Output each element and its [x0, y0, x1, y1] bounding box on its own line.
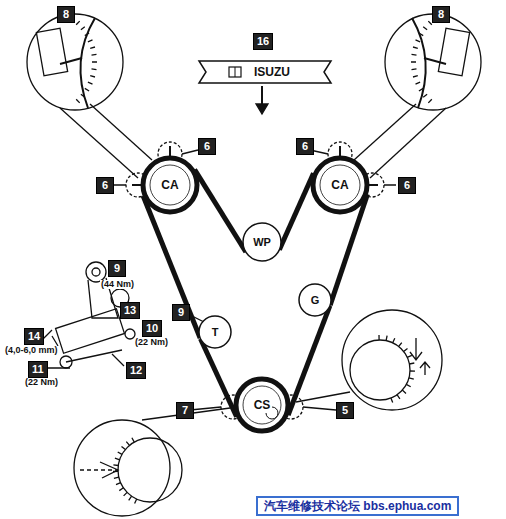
callout-number: 9: [172, 304, 190, 321]
gear-teeth: [76, 21, 97, 103]
detail-circle: [342, 310, 442, 410]
torque-spec: (44 Nm): [100, 280, 135, 289]
pulley-hub: [320, 165, 360, 205]
pulley-name: WP: [253, 236, 271, 248]
gear-teeth: [411, 21, 432, 103]
pulley: CS: [233, 376, 291, 434]
callout-number: 14: [24, 328, 44, 345]
arrow-head: [256, 104, 268, 114]
callout-number: 6: [398, 177, 416, 194]
callout-leader: [112, 150, 396, 410]
pulley: WP: [242, 222, 282, 262]
detail-circle: [27, 14, 123, 110]
callout-number: 10: [142, 320, 162, 337]
brand-text: ISUZU: [254, 65, 290, 79]
mark-arrow: [424, 58, 446, 64]
tensioner-bolt: [92, 268, 100, 276]
timing-belt: [288, 306, 330, 415]
callout-number: 11: [28, 361, 48, 378]
timing-belt: [279, 173, 313, 250]
pulley-rim: [236, 379, 288, 431]
torque-spec: (22 Nm): [134, 338, 169, 347]
housing-mark: [438, 28, 469, 75]
mark-arrow: [100, 462, 118, 478]
leader-line: [370, 108, 446, 178]
callout-number: 5: [336, 402, 354, 419]
gear-edge: [80, 18, 95, 108]
leader-line: [296, 392, 350, 402]
pulley-name: CS: [254, 398, 271, 412]
pulley-hub: [150, 165, 190, 205]
banner-shape: [199, 61, 331, 83]
timing-belt: [143, 196, 200, 338]
pulley-hub: [243, 386, 281, 424]
book-icon: [229, 67, 241, 77]
pulley: T: [198, 315, 232, 349]
leader-line: [354, 104, 416, 160]
pulley-name: CA: [161, 178, 178, 192]
housing-mark: [36, 28, 67, 75]
label-banner: ISUZU: [198, 60, 332, 84]
callout-number: 9: [108, 260, 126, 277]
gear-edge: [412, 18, 426, 108]
tensioner-body: [56, 309, 125, 354]
gear-teeth: [379, 335, 415, 403]
timing-belt: [200, 339, 236, 417]
timing-belt: [195, 170, 246, 252]
pulley-rim: [143, 158, 197, 212]
callout-number: 6: [198, 138, 216, 155]
callout-number: 16: [253, 33, 273, 50]
pulley-rim: [243, 223, 281, 261]
torque-spec: (22 Nm): [24, 378, 59, 387]
pulley-name: G: [311, 294, 320, 306]
pulley-rim: [199, 316, 231, 348]
callout-number: 8: [57, 6, 75, 23]
leader-line: [60, 108, 138, 178]
sprocket: [350, 340, 410, 400]
pulley: CA: [310, 155, 370, 215]
sprocket: [118, 438, 182, 502]
pulley: CA: [140, 155, 200, 215]
watermark: 汽车维修技术论坛 bbs.ephua.com: [256, 496, 459, 516]
leader-line: [90, 104, 152, 160]
dimension: (4,0-6,0 mm): [4, 346, 59, 355]
callout-number: 13: [120, 302, 140, 319]
pulley-rim: [313, 158, 367, 212]
callout-number: 7: [176, 402, 194, 419]
callout-number: 6: [296, 138, 314, 155]
detail-circle: [385, 14, 481, 110]
tensioner-bolt: [86, 262, 106, 282]
mark-arrow: [60, 58, 82, 64]
pulley: G: [298, 283, 332, 317]
pulley-rim: [299, 284, 331, 316]
book-icon: [235, 67, 236, 77]
callout-number: 12: [126, 362, 146, 379]
mark-line: [80, 469, 118, 470]
pulley-name: T: [212, 326, 219, 338]
callout-number: 6: [96, 177, 114, 194]
callout-number: 8: [432, 6, 450, 23]
mark-arrow: [410, 338, 430, 375]
pulley-name: CA: [331, 178, 348, 192]
callout-leader: [44, 354, 124, 368]
